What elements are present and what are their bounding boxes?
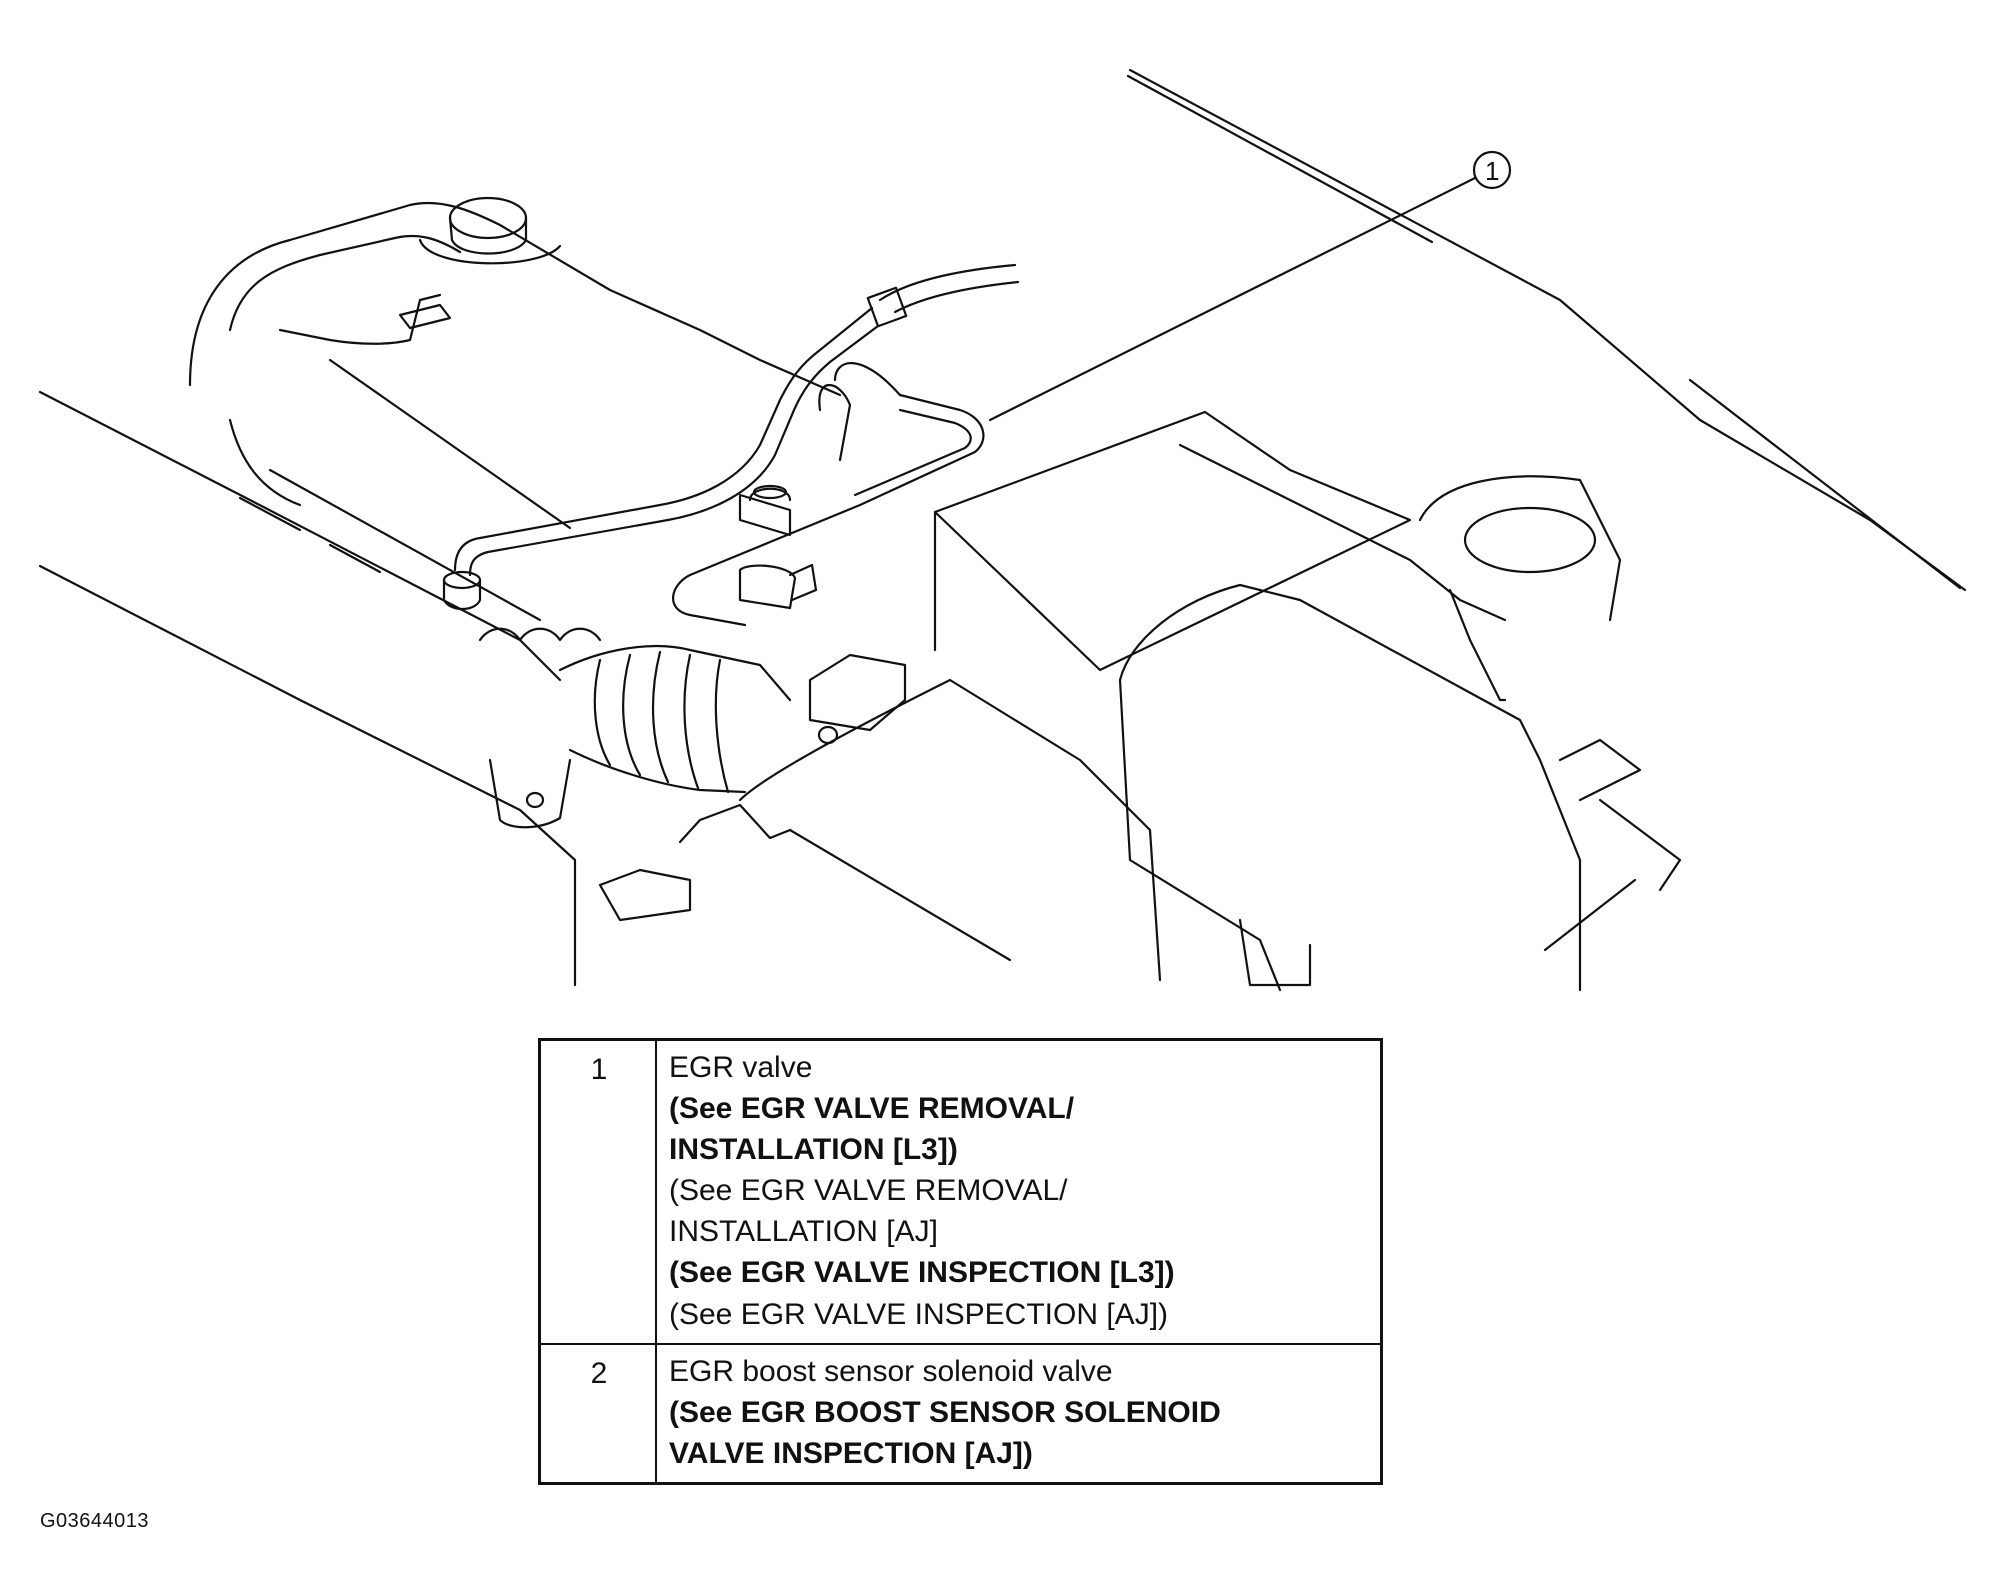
hood-edge-line xyxy=(1126,74,1434,244)
throttle-bolt xyxy=(525,791,545,809)
legend-reference-link[interactable]: (See EGR BOOST SENSOR SOLENOID xyxy=(669,1395,1221,1429)
cover-panel-line-2 xyxy=(268,468,542,622)
callout-number: 1 xyxy=(1485,156,1499,186)
legend-table: 1 EGR valve (See EGR VALVE REMOVAL/ INST… xyxy=(538,1038,1383,1485)
reservoir-body xyxy=(1418,475,1622,622)
air-cleaner-front xyxy=(788,828,1012,962)
vacuum-hose-lower xyxy=(893,280,1020,314)
cover-edge-curve xyxy=(228,418,302,507)
hose-pipe-lower xyxy=(468,324,880,577)
battery-top xyxy=(933,410,1412,672)
oil-cap-base xyxy=(418,238,562,265)
fender-edge-line xyxy=(1688,378,1962,590)
engine-cover-inner xyxy=(228,234,462,332)
cowl-edge-line xyxy=(1128,68,1967,592)
hose-fitting-top xyxy=(442,570,482,590)
intake-manifold-bumps xyxy=(478,627,602,642)
air-cleaner-outline xyxy=(738,678,1162,982)
oil-cap-body xyxy=(448,216,528,255)
oil-cap-top xyxy=(448,196,528,240)
reservoir-cap xyxy=(1463,506,1597,574)
throttle-body xyxy=(488,758,572,829)
legend-line: EGR valve xyxy=(669,1051,813,1084)
cover-panel-line xyxy=(328,358,572,530)
callout-circle xyxy=(1472,150,1512,190)
cover-dash-1 xyxy=(238,496,302,532)
engine-cover-slot xyxy=(398,303,452,330)
battery-inner-line xyxy=(1178,443,1507,622)
egr-pipe-tube-2 xyxy=(818,383,852,462)
fuse-box-outline xyxy=(1118,583,1582,992)
figure-code: G03644013 xyxy=(40,1510,150,1532)
legend-row-description: EGR valve (See EGR VALVE REMOVAL/ INSTAL… xyxy=(655,1038,1383,1345)
rear-right-edge-2 xyxy=(1598,798,1682,892)
egr-valve-cap xyxy=(748,487,792,502)
legend-reference-link[interactable]: (See EGR VALVE REMOVAL/ xyxy=(669,1174,1068,1208)
egr-valve-body xyxy=(738,493,792,537)
legend-reference-link[interactable]: (See EGR VALVE INSPECTION [AJ]) xyxy=(669,1297,1169,1331)
legend-row-number: 1 xyxy=(538,1038,657,1345)
left-lower-body-edge xyxy=(38,564,577,987)
legend-row: 1 EGR valve (See EGR VALVE REMOVAL/ INST… xyxy=(538,1038,1383,1345)
battery-clamp xyxy=(1448,588,1507,702)
hose-pipe-upper xyxy=(453,306,874,572)
maf-sensor xyxy=(808,653,907,732)
engine-cover-outline xyxy=(188,201,842,397)
intake-boot-lower xyxy=(568,748,747,794)
callout-leader-line xyxy=(988,176,1477,422)
intake-boot-ribs xyxy=(593,650,730,794)
engine-bay-illustration: 1 xyxy=(38,68,1967,992)
fuse-box-tab xyxy=(1238,918,1312,987)
egr-pipe-upper xyxy=(672,393,985,627)
egr-solenoid xyxy=(738,564,797,610)
legend-reference-link[interactable]: (See EGR VALVE REMOVAL/ xyxy=(669,1092,1075,1126)
vacuum-hose xyxy=(878,263,1017,302)
legend-row-number: 2 xyxy=(538,1342,657,1485)
rear-right-edge xyxy=(1558,738,1642,802)
egr-pipe-lower xyxy=(853,408,972,497)
legend-reference-link[interactable]: INSTALLATION [AJ] xyxy=(669,1215,938,1249)
intake-boot-upper xyxy=(558,644,792,702)
egr-pipe-tube xyxy=(833,362,902,397)
left-body-edge xyxy=(38,390,562,682)
legend-reference-link[interactable]: VALVE INSPECTION [AJ]) xyxy=(669,1436,1033,1470)
legend-reference-link[interactable]: (See EGR VALVE INSPECTION [L3]) xyxy=(669,1256,1175,1290)
air-cleaner-lip xyxy=(678,803,792,844)
air-cleaner-bracket xyxy=(598,868,692,922)
legend-row-description: EGR boost sensor solenoid valve (See EGR… xyxy=(655,1342,1383,1485)
rear-right-edge-3 xyxy=(1543,878,1637,952)
legend-line: EGR boost sensor solenoid valve xyxy=(669,1354,1113,1388)
legend-reference-link[interactable]: INSTALLATION [L3]) xyxy=(669,1133,958,1167)
cover-dash-2 xyxy=(328,543,382,574)
fuse-box-front xyxy=(1118,678,1282,992)
egr-solenoid-connector xyxy=(788,563,818,602)
engine-cover-ridge xyxy=(278,293,442,345)
legend-row: 2 EGR boost sensor solenoid valve (See E… xyxy=(538,1342,1383,1485)
hose-clamp xyxy=(866,286,908,328)
egr-valve-top xyxy=(752,484,788,500)
hose-fitting-body xyxy=(442,578,482,611)
